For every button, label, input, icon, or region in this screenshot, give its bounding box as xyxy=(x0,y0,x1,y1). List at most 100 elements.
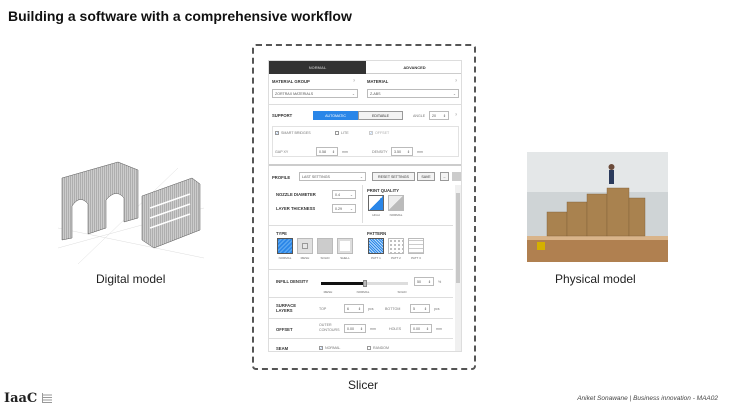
holes-input[interactable]: 0.00 ⇕ xyxy=(410,324,432,333)
type-mesh-option[interactable] xyxy=(297,238,313,254)
pattern-1-label: PATT 1 xyxy=(371,256,381,260)
support-automatic-button[interactable]: AUTOMATIC xyxy=(313,111,358,120)
mm-unit: mm xyxy=(370,327,376,331)
quality-high-option[interactable] xyxy=(368,195,384,211)
density-input[interactable]: 3.50⇕ xyxy=(391,147,413,156)
spinner-icon[interactable]: ⇕ xyxy=(442,113,446,118)
infill-mark-normal: NORMAL xyxy=(356,290,370,294)
logo-subtext xyxy=(42,393,52,403)
infill-density-input[interactable]: 50 ⇕ xyxy=(414,277,434,286)
quality-normal-option[interactable] xyxy=(388,195,404,211)
type-solid-option[interactable] xyxy=(317,238,333,254)
disabled-button[interactable] xyxy=(452,172,461,181)
lite-checkbox[interactable]: LITE xyxy=(335,131,349,136)
offset-checkbox[interactable]: ✓OFFSET xyxy=(369,131,390,136)
divider xyxy=(269,225,453,226)
pattern-2-label: PATT 2 xyxy=(391,256,401,260)
scrollbar-thumb[interactable] xyxy=(456,193,460,283)
infill-density-value: 50 xyxy=(417,279,421,284)
infill-slider-handle[interactable] xyxy=(362,280,367,287)
type-normal-label: NORMAL xyxy=(278,256,292,260)
nozzle-select[interactable]: 0.4⌄ xyxy=(332,190,356,199)
spinner-icon[interactable]: ⇕ xyxy=(357,306,361,311)
type-shell-label: SHELL xyxy=(340,256,350,260)
seam-normal-checkbox[interactable]: ✓NORMAL xyxy=(319,346,341,351)
chevron-down-icon: ⌄ xyxy=(351,91,355,96)
physical-model-caption: Physical model xyxy=(555,272,636,286)
tab-normal[interactable]: NORMAL xyxy=(269,61,366,74)
seam-random-label: RANDOM xyxy=(373,346,389,350)
help-icon[interactable]: ? xyxy=(455,113,457,117)
profile-select[interactable]: LAST SETTINGS⌄ xyxy=(299,172,366,181)
material-group-value: ZORTRAX MATERIALS xyxy=(275,91,314,96)
bottom-layers-input[interactable]: 5⇕ xyxy=(410,304,430,313)
footer-credit: Aniket Sonawane | Business innovation - … xyxy=(577,395,718,402)
undo-button[interactable]: ← xyxy=(440,172,449,181)
type-normal-option[interactable] xyxy=(277,238,293,254)
slicer-frame xyxy=(252,44,476,370)
outer-contours-value: 0.00 xyxy=(347,326,354,331)
spinner-icon[interactable]: ⇕ xyxy=(423,306,427,311)
divider xyxy=(269,269,453,270)
pattern-1-option[interactable] xyxy=(368,238,384,254)
material-group-label: MATERIAL GROUP xyxy=(272,79,310,84)
outer-contours-label: OUTER CONTOURS xyxy=(319,323,340,332)
bottom-label: BOTTOM xyxy=(385,307,401,311)
layer-thickness-value: 0.29 xyxy=(335,206,342,211)
iaac-logo: IaaC xyxy=(4,391,38,406)
infill-mark-mesh: MESH xyxy=(323,290,333,294)
divider xyxy=(269,338,453,339)
percent-unit: % xyxy=(438,280,442,284)
density-label: DENSITY xyxy=(372,150,388,154)
pcs-unit: pcs xyxy=(368,307,374,311)
spinner-icon[interactable]: ⇕ xyxy=(427,279,431,284)
holes-value: 0.00 xyxy=(413,326,420,331)
digital-model-caption: Digital model xyxy=(96,272,166,286)
support-options xyxy=(272,126,459,157)
reset-settings-button[interactable]: RESET SETTINGS xyxy=(372,172,415,181)
spinner-icon[interactable]: ⇕ xyxy=(406,149,410,154)
tab-advanced[interactable]: ADVANCED xyxy=(366,61,461,74)
type-mesh-label: MESH xyxy=(300,256,310,260)
pattern-3-label: PATT 3 xyxy=(411,256,421,260)
type-solid-label: SOLID xyxy=(320,256,330,260)
print-quality-label: PRINT QUALITY xyxy=(367,188,400,193)
mm-unit: mm xyxy=(342,150,348,154)
holes-label: HOLES xyxy=(389,327,402,331)
offset-label: OFFSET xyxy=(375,131,390,135)
bottom-value: 5 xyxy=(413,306,415,311)
digital-model-image xyxy=(58,161,204,264)
scrollbar[interactable] xyxy=(455,185,461,351)
angle-input[interactable]: 20⇕ xyxy=(429,111,449,120)
save-button[interactable]: SAVE xyxy=(417,172,435,181)
layer-thickness-label: LAYER THICKNESS xyxy=(276,206,316,211)
type-shell-option[interactable] xyxy=(337,238,353,254)
help-icon[interactable]: ? xyxy=(455,79,457,83)
physical-model-image xyxy=(527,152,668,262)
material-label: MATERIAL xyxy=(367,79,389,84)
material-value: Z-ABS xyxy=(370,91,381,96)
spinner-icon[interactable]: ⇕ xyxy=(359,326,363,331)
profile-value: LAST SETTINGS xyxy=(302,174,330,179)
layer-thickness-select[interactable]: 0.29⌄ xyxy=(332,204,356,213)
divider xyxy=(269,318,453,319)
spinner-icon[interactable]: ⇕ xyxy=(331,149,335,154)
top-layers-input[interactable]: 6⇕ xyxy=(344,304,364,313)
material-group-select[interactable]: ZORTRAX MATERIALS ⌄ xyxy=(272,89,358,98)
support-editable-button[interactable]: EDITABLE xyxy=(358,111,403,120)
spinner-icon[interactable]: ⇕ xyxy=(425,326,429,331)
pattern-2-option[interactable] xyxy=(388,238,404,254)
smart-bridges-checkbox[interactable]: ✓SMART BRIDGES xyxy=(275,131,311,136)
pattern-3-option[interactable] xyxy=(408,238,424,254)
infill-slider[interactable] xyxy=(321,280,408,287)
material-select[interactable]: Z-ABS⌄ xyxy=(367,89,459,98)
infill-density-label: INFILL DENSITY xyxy=(276,279,309,284)
slicer-panel: NORMAL ADVANCED MATERIAL GROUP ? ZORTRAX… xyxy=(268,60,462,352)
lite-label: LITE xyxy=(341,131,349,135)
gap-xy-input[interactable]: 0.58⇕ xyxy=(316,147,338,156)
help-icon[interactable]: ? xyxy=(353,79,355,83)
chevron-down-icon: ⌄ xyxy=(349,192,353,197)
seam-random-checkbox[interactable]: RANDOM xyxy=(367,346,389,351)
infill-slider-fill xyxy=(321,282,365,285)
outer-contours-input[interactable]: 0.00 ⇕ xyxy=(344,324,366,333)
